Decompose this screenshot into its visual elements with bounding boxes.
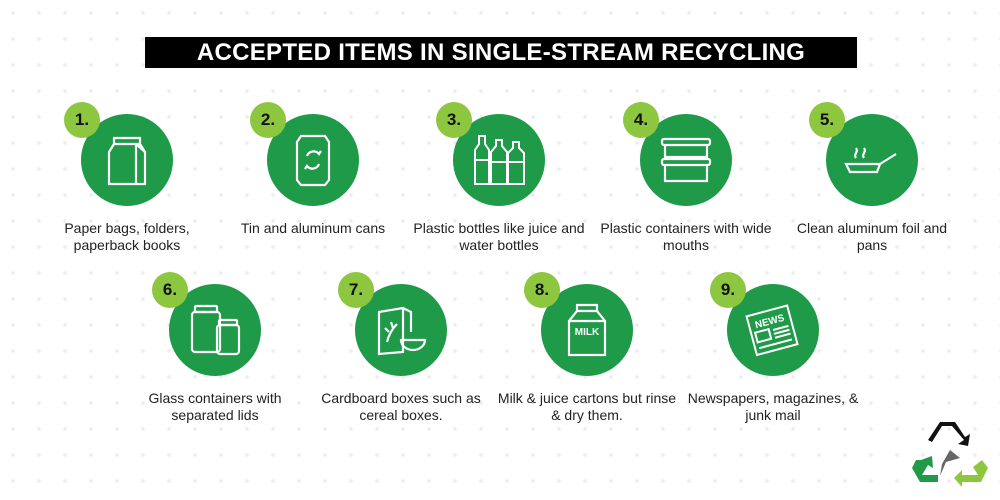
item-7: 7. Cardboard boxes such as cereal boxes. [311,272,491,424]
item-label: Plastic bottles like juice and water bot… [413,220,585,253]
cereal-box-icon [377,306,427,356]
item-2: 2. Tin and aluminum cans [223,102,403,237]
item-label: Clean aluminum foil and pans [796,220,948,253]
item-number: 4. [623,102,659,138]
page-title: ACCEPTED ITEMS IN SINGLE-STREAM RECYCLIN… [145,37,857,68]
paper-bag-icon [107,136,147,186]
item-4: 4. Plastic containers with wide mouths [596,102,776,254]
item-label: Milk & juice cartons but rinse & dry the… [497,390,677,423]
item-9: 9. NEWS Newspapers, magazines, & junk ma… [683,272,863,424]
item-label: Tin and aluminum cans [240,220,386,236]
item-1: 1. Paper bags, folders, paperback books [37,102,217,254]
item-3: 3. Plastic bottles like juice and water … [409,102,589,254]
item-label: Glass containers with separated lids [148,390,282,423]
recycle-logo-icon [912,422,988,487]
item-6: 6. Glass containers with separated lids [125,272,305,424]
item-number: 6. [152,272,188,308]
bottles-icon [474,135,525,185]
item-number: 5. [809,102,845,138]
item-number: 3. [436,102,472,138]
pan-icon [844,147,897,174]
item-number: 9. [710,272,746,308]
item-label: Cardboard boxes such as cereal boxes. [321,390,481,423]
item-number: 2. [250,102,286,138]
carton-text: MILK [575,327,600,338]
item-label: Newspapers, magazines, & junk mail [687,390,859,423]
item-label: Plastic containers with wide mouths [600,220,772,253]
item-number: 1. [64,102,100,138]
newspaper-icon: NEWS [745,304,799,357]
item-5: 5. Clean aluminum foil and pans [782,102,962,254]
item-label: Paper bags, folders, paperback books [64,220,190,253]
item-number: 8. [524,272,560,308]
milk-carton-icon: MILK [567,303,607,357]
containers-icon [660,137,712,183]
item-8: 8. MILK Milk & juice cartons but rinse &… [497,272,677,424]
item-number: 7. [338,272,374,308]
can-icon [295,134,331,187]
jars-icon [190,304,241,356]
